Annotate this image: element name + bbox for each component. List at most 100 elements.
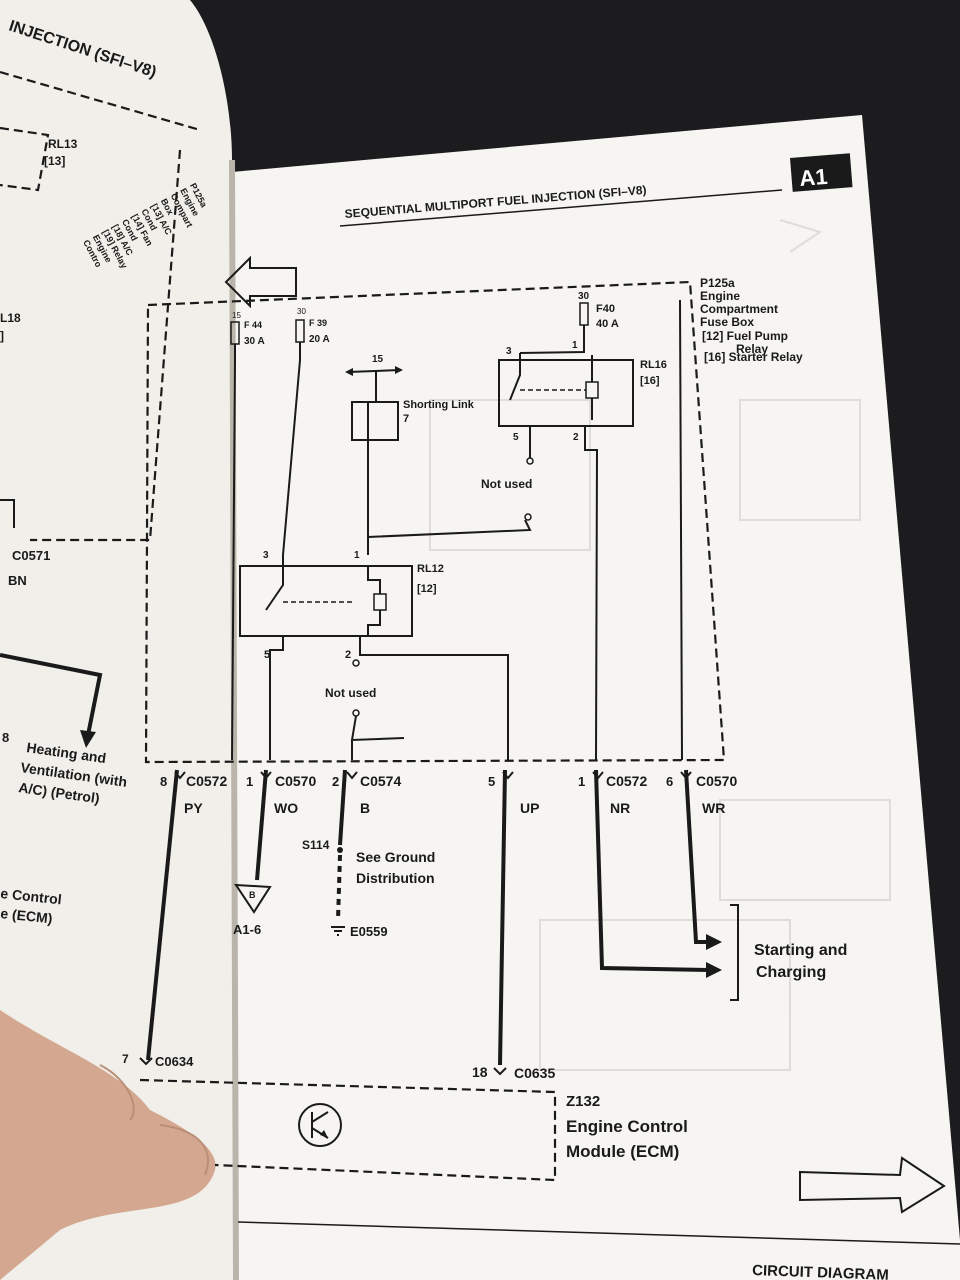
page-badge bbox=[790, 153, 853, 192]
rl16-label: RL16 bbox=[640, 359, 667, 371]
fuse-box-border bbox=[144, 280, 726, 764]
splice-dot bbox=[337, 847, 343, 853]
rl16-to-rl12 bbox=[367, 519, 532, 538]
fuse-name: F 39 bbox=[309, 318, 327, 328]
rl12-num: [12] bbox=[417, 583, 437, 595]
bn-label: BN bbox=[8, 573, 27, 588]
connector-id: C0572 bbox=[606, 773, 647, 789]
rl13-box bbox=[0, 126, 50, 192]
left-page bbox=[0, 0, 236, 1280]
connector-pin: 2 bbox=[332, 774, 339, 789]
title-rule bbox=[339, 189, 783, 227]
heating-arrow bbox=[80, 730, 96, 748]
rl12-pin1: 1 bbox=[354, 550, 360, 561]
connector-id: C0574 bbox=[360, 773, 401, 789]
ecm-label: e (ECM) bbox=[0, 905, 53, 926]
rl12-pin5: 5 bbox=[264, 649, 270, 661]
hand bbox=[0, 1010, 216, 1280]
fuse-name: F 44 bbox=[244, 320, 262, 330]
connector-pin: 6 bbox=[666, 774, 673, 789]
left-module-border bbox=[30, 149, 182, 542]
connector-pin: 8 bbox=[160, 774, 167, 789]
rl16-pin3: 3 bbox=[506, 346, 512, 357]
s114-label: S114 bbox=[302, 838, 330, 852]
rl13-label: RL13 bbox=[48, 137, 78, 151]
c0634-connector bbox=[139, 1057, 153, 1066]
transistor-arrow bbox=[320, 1130, 328, 1138]
wire-color-code: PY bbox=[184, 800, 203, 816]
wire-b bbox=[350, 715, 405, 760]
footer-rule bbox=[237, 1221, 960, 1245]
pin15-bus bbox=[347, 369, 401, 373]
wire-f39 bbox=[282, 342, 301, 565]
ecm-label-1: Engine Control bbox=[566, 1117, 688, 1136]
ghost-diagram bbox=[429, 219, 891, 1071]
transistor-icon bbox=[298, 1103, 342, 1147]
rl12-pin2: 2 bbox=[345, 649, 351, 661]
connector-tick bbox=[346, 771, 358, 780]
c0635-connector bbox=[493, 1067, 507, 1076]
z132-label: Z132 bbox=[566, 1093, 600, 1110]
c0635-pin: 18 bbox=[472, 1064, 488, 1080]
bus-arrow-right-icon bbox=[395, 366, 403, 374]
rl12-pin3: 3 bbox=[263, 550, 269, 561]
fuse-top: 15 bbox=[232, 311, 241, 320]
hand-crease bbox=[159, 1124, 209, 1176]
shorting-link-label: Shorting Link bbox=[403, 399, 475, 411]
connector-pin: 5 bbox=[488, 774, 495, 789]
bus-arrow-left-icon bbox=[345, 368, 353, 376]
fuse-name: F40 bbox=[596, 303, 615, 315]
shorting-link-box bbox=[351, 401, 399, 441]
wr-arrow-icon bbox=[706, 934, 722, 950]
harness-b bbox=[338, 769, 347, 846]
next-page-arrow-icon[interactable] bbox=[799, 1156, 946, 1214]
ground-triangle-icon bbox=[234, 883, 272, 914]
rl16-num: [16] bbox=[640, 375, 660, 387]
charging-label: Charging bbox=[756, 964, 826, 981]
fusebox-line: Engine bbox=[700, 289, 740, 303]
rl12-coil-wire bbox=[367, 566, 381, 636]
fusebox-id: P125a bbox=[700, 276, 735, 290]
wire-f44 bbox=[231, 344, 236, 761]
rl16-pin1: 1 bbox=[572, 340, 578, 351]
wire-color-code: B bbox=[360, 800, 370, 816]
wire-color-code: NR bbox=[610, 800, 630, 816]
connector-id: C0572 bbox=[186, 773, 227, 789]
ground-symbol-icon bbox=[331, 926, 345, 936]
fuse-f40: 30 F40 40 A bbox=[578, 291, 619, 330]
left-wire bbox=[0, 499, 15, 528]
relay-rl12 bbox=[239, 565, 413, 637]
rl16-terminal bbox=[524, 513, 532, 521]
ecm-label-2: Module (ECM) bbox=[566, 1142, 679, 1161]
harness-wo bbox=[255, 769, 268, 881]
prev-page-arrow-icon[interactable] bbox=[224, 255, 297, 309]
c0634-pin: 7 bbox=[122, 1052, 129, 1066]
fuse-top: 30 bbox=[578, 291, 590, 302]
starting-bracket bbox=[730, 904, 739, 1001]
fusebox-line: Fuse Box bbox=[700, 315, 754, 329]
c0571-label: C0571 bbox=[12, 548, 50, 563]
fusebox-item: [12] Fuel Pump bbox=[702, 329, 788, 343]
harness-up bbox=[498, 769, 507, 1066]
ecm-border bbox=[139, 1078, 557, 1182]
wire-color-code: WO bbox=[274, 800, 298, 816]
rl13-num: [13] bbox=[44, 154, 65, 168]
not-used-label-2: Not used bbox=[325, 686, 376, 700]
c0634-label: C0634 bbox=[155, 1054, 194, 1069]
right-page-content: SEQUENTIAL MULTIPORT FUEL INJECTION (SFI… bbox=[122, 153, 960, 1280]
heating-wire bbox=[0, 653, 103, 736]
connector-pin: 1 bbox=[578, 774, 585, 789]
shorting-link-num: 7 bbox=[403, 413, 409, 425]
connector-id: C0570 bbox=[275, 773, 316, 789]
a16-label: A1-6 bbox=[233, 922, 261, 937]
hand-crease bbox=[99, 1064, 135, 1121]
left-header-rule bbox=[0, 70, 201, 132]
fuse-rating: 40 A bbox=[596, 318, 619, 330]
fusebox-item: [16] Starter Relay bbox=[704, 350, 803, 364]
wire-color-code: WR bbox=[702, 800, 725, 816]
starting-label: Starting and bbox=[754, 942, 847, 959]
wire-wr bbox=[679, 299, 683, 761]
fusebox-line: Compartment bbox=[700, 302, 778, 316]
